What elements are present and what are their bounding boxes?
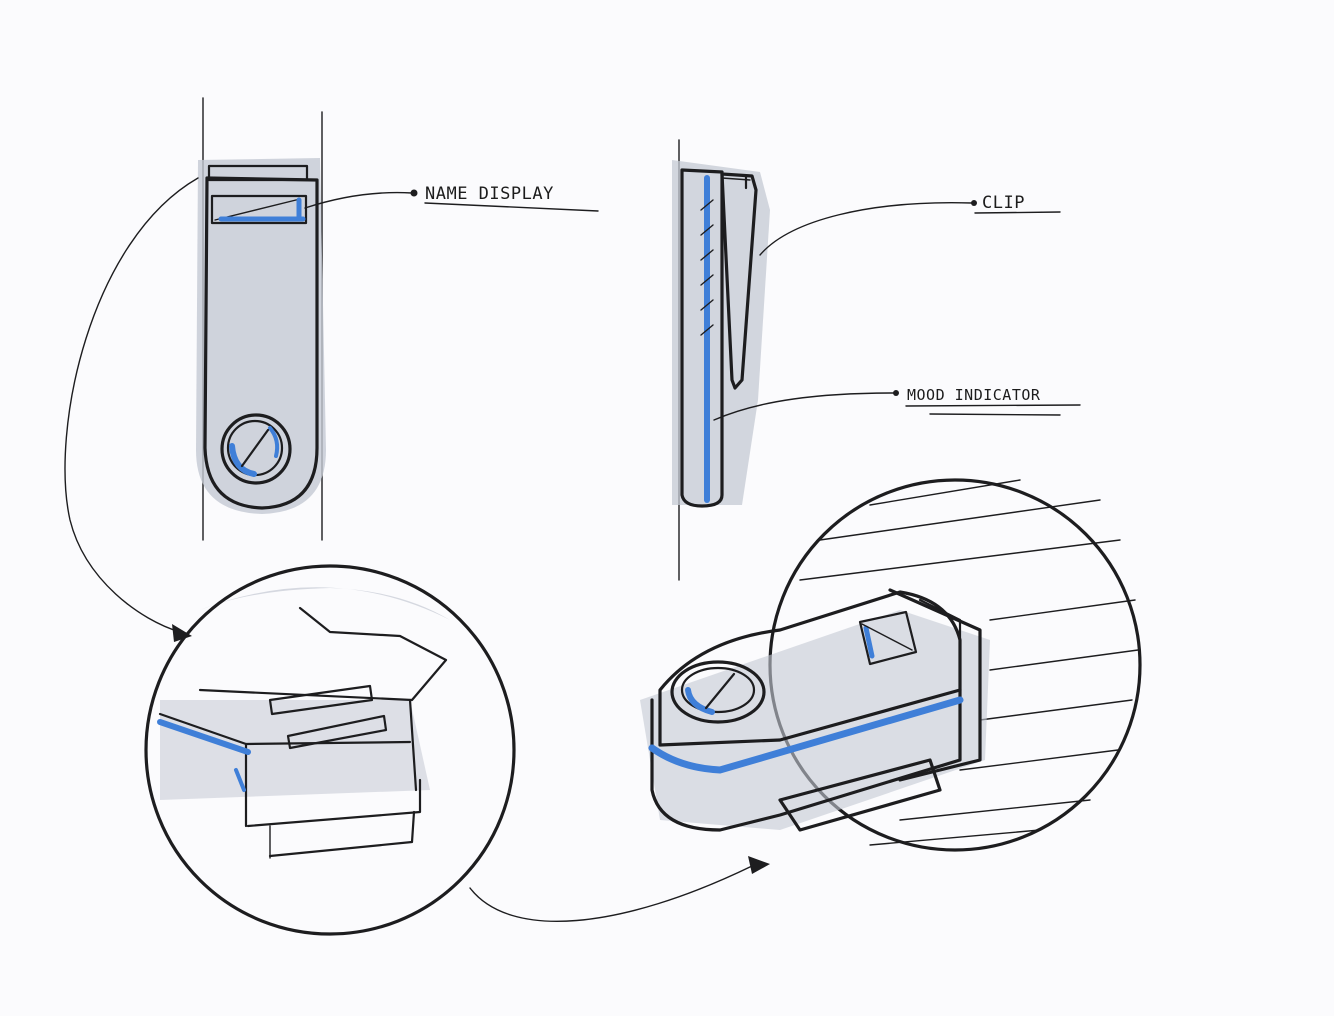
flow-arrows [64,177,770,922]
label-clip: CLIP [982,193,1025,213]
side-view [672,139,770,581]
clip-arm [720,172,758,390]
label-name-display: NAME DISPLAY [425,184,554,204]
detail-close-up [144,564,516,936]
perspective-view [640,478,1142,852]
arrowhead-icon [748,856,770,874]
label-mood-indicator: MOOD INDICATOR [907,386,1041,404]
perspective-name-window [858,610,918,666]
side-hatch [700,199,714,336]
mood-dial-front [220,413,292,485]
callout-leaders [304,189,1081,421]
arrowhead-icon [172,624,192,642]
background-hatch [799,479,1139,846]
name-display-window [210,194,308,225]
mood-dial-perspective [670,660,766,724]
front-view [196,97,326,541]
